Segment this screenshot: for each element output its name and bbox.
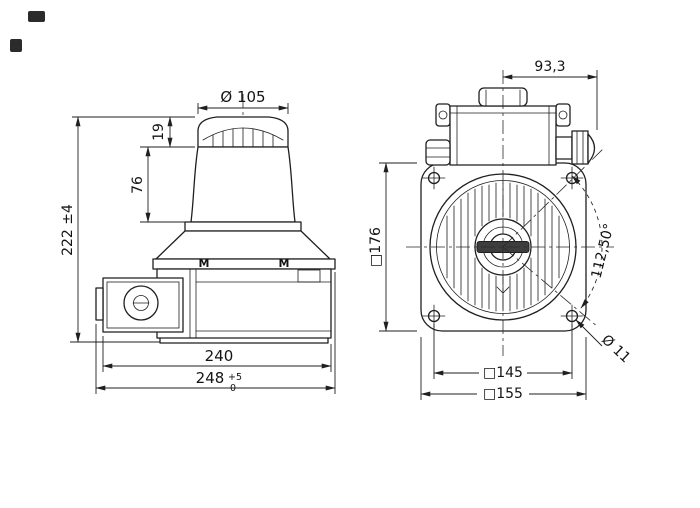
- angle-arc: [571, 175, 603, 309]
- terminal-detail: [297, 269, 321, 283]
- dim-label: 240: [205, 347, 234, 365]
- side-tab: [95, 287, 104, 321]
- gland-cap: [587, 133, 596, 164]
- leader-line: [575, 319, 603, 347]
- drum-cap: [197, 116, 289, 148]
- terminal-box: [425, 87, 571, 166]
- dim-center-to-gland: 93,3: [502, 59, 598, 130]
- dim-label: Ø 11: [598, 332, 633, 366]
- connector-left: [425, 139, 451, 166]
- gearbox-housing: [95, 277, 184, 333]
- dim-outer-square: □155: [420, 337, 587, 402]
- dim-bolt-square: □145: [433, 324, 573, 381]
- dim-label: 76: [130, 176, 146, 194]
- dim-overall-height: 222 ±4: [60, 116, 160, 343]
- view-front: 93,3 □176 112,50° Ø 11 □145: [368, 59, 633, 402]
- dim-hole-diameter: Ø 11: [575, 319, 633, 366]
- dim-drum-height: 76: [130, 146, 188, 223]
- view-side: M M Ø 105 19 76 222 ±4: [60, 88, 336, 394]
- cap-flutes: [212, 127, 274, 148]
- drum-base-ring: [184, 221, 302, 232]
- dim-overall-width: 248 +5 0: [95, 272, 336, 394]
- scan-artifacts: [10, 11, 45, 52]
- drum-body: [184, 146, 302, 232]
- dim-label: 112,50°: [589, 222, 618, 280]
- dim-tolerance-upper: +5: [228, 372, 242, 383]
- angle-ray-lower: [502, 246, 599, 328]
- ear-right: [555, 103, 571, 127]
- motor-marking: M: [279, 257, 290, 270]
- dim-tolerance-lower: 0: [230, 383, 236, 394]
- dim-label: 248: [196, 369, 225, 387]
- dim-label: □155: [483, 386, 523, 402]
- base-plate: [159, 337, 329, 344]
- index-mark: [496, 286, 510, 294]
- dim-flange-size: □176: [368, 162, 417, 332]
- ear-left: [435, 103, 451, 127]
- motor-housing: [156, 268, 332, 344]
- motor-marking: M: [199, 257, 210, 270]
- dim-drum-diameter: Ø 105: [197, 88, 289, 114]
- dim-label: 93,3: [534, 59, 565, 75]
- dim-body-width: 240: [102, 336, 332, 372]
- dim-label: □145: [483, 365, 523, 381]
- scan-artifact: [28, 11, 45, 22]
- housing-band: [152, 258, 336, 270]
- dim-label: 19: [151, 123, 167, 141]
- dim-label: □176: [368, 227, 384, 267]
- dim-label: 222 ±4: [60, 204, 76, 256]
- cable-gland: [555, 130, 596, 165]
- scan-artifact: [10, 39, 22, 52]
- dim-cap-height: 19: [72, 116, 195, 148]
- angle-ray-upper: [502, 147, 605, 248]
- drum-skirt: [155, 230, 331, 260]
- dim-label: Ø 105: [220, 88, 265, 106]
